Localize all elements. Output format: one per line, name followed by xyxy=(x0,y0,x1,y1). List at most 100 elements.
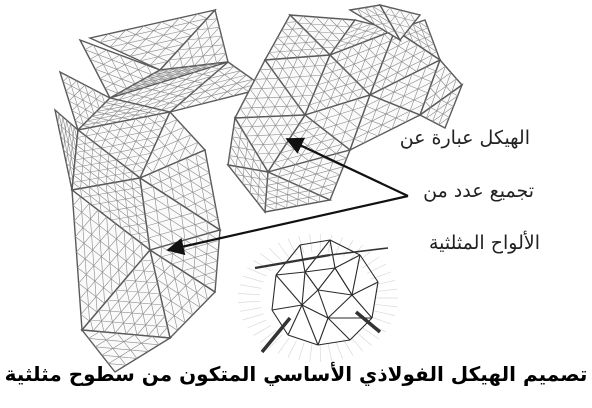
mesh-line xyxy=(426,95,458,119)
mesh-line xyxy=(97,185,102,213)
mesh-line xyxy=(130,105,145,120)
mesh-line xyxy=(285,22,320,57)
mesh-line xyxy=(205,19,217,64)
mesh-line xyxy=(344,33,370,41)
mesh-line xyxy=(357,8,396,32)
mesh-line xyxy=(217,74,247,101)
mesh-line xyxy=(151,134,192,152)
mesh-line xyxy=(145,164,154,173)
mesh-line xyxy=(123,229,128,277)
mesh-line xyxy=(208,78,234,97)
mesh-line xyxy=(342,21,364,51)
mesh-line xyxy=(235,128,242,167)
mesh-line xyxy=(57,113,60,124)
mesh-line xyxy=(93,44,119,94)
mesh-line xyxy=(84,49,152,75)
shadow-stroke xyxy=(260,329,277,343)
panel-outline xyxy=(226,163,269,214)
mesh-line xyxy=(425,66,437,72)
mesh-line xyxy=(116,118,136,161)
mesh-line xyxy=(143,201,197,237)
mesh-line xyxy=(302,15,336,49)
mesh-line xyxy=(166,323,178,331)
mesh-line xyxy=(262,162,275,164)
mesh-line xyxy=(297,34,311,58)
mesh-line xyxy=(343,51,387,69)
model-edge xyxy=(275,271,306,276)
mesh-line xyxy=(394,30,406,35)
model-edge xyxy=(301,304,329,319)
mesh-line xyxy=(379,87,385,100)
mesh-line xyxy=(79,236,133,300)
shadow-stroke xyxy=(362,256,380,269)
mesh-line xyxy=(101,204,144,213)
mesh-line xyxy=(124,279,138,336)
mesh-line xyxy=(430,66,446,108)
mesh-line xyxy=(148,221,207,239)
mesh-line xyxy=(198,86,218,101)
mesh-line xyxy=(74,220,136,269)
mesh-line xyxy=(97,185,147,224)
mesh-line xyxy=(191,142,199,156)
model-edge xyxy=(359,254,379,283)
model-edge xyxy=(317,289,329,319)
mesh-line xyxy=(362,13,386,18)
mesh-line xyxy=(99,33,109,43)
mesh-line xyxy=(308,160,341,176)
mesh-line xyxy=(195,153,208,162)
mesh-line xyxy=(151,161,208,186)
mesh-line xyxy=(141,189,209,234)
mesh-line xyxy=(259,161,262,171)
mesh-line xyxy=(317,84,338,106)
mesh-line xyxy=(152,336,160,345)
mesh-line xyxy=(131,179,142,188)
mesh-line xyxy=(198,74,247,88)
shadow-stroke xyxy=(277,337,290,354)
mesh-line xyxy=(153,256,162,265)
mesh-line xyxy=(331,102,345,137)
mesh-line xyxy=(275,21,297,60)
mesh-line xyxy=(273,162,282,169)
mesh-line xyxy=(382,44,418,63)
model-edge xyxy=(301,271,306,306)
mesh-line xyxy=(246,117,275,163)
mesh-line xyxy=(274,143,343,163)
mesh-line xyxy=(158,114,167,121)
mesh-line xyxy=(152,72,195,109)
model-edge xyxy=(275,274,303,306)
mesh-line xyxy=(293,105,299,116)
mesh-line xyxy=(251,116,271,146)
mesh-line xyxy=(317,74,351,86)
mesh-line xyxy=(96,103,136,113)
mesh-line xyxy=(165,127,185,167)
mesh-line xyxy=(135,118,159,137)
mesh-line xyxy=(267,178,320,203)
top-rod xyxy=(329,247,389,256)
mesh-line xyxy=(269,116,287,144)
mesh-line xyxy=(63,119,67,151)
mesh-line xyxy=(269,48,324,53)
shadow-stroke xyxy=(309,344,313,362)
shadow-stroke xyxy=(239,307,262,312)
mesh-line xyxy=(105,99,119,103)
mesh-line xyxy=(318,195,320,203)
mesh-line xyxy=(412,23,423,49)
mesh-line xyxy=(185,66,235,109)
mesh-line xyxy=(363,98,381,144)
mesh-line xyxy=(114,182,144,206)
mesh-line xyxy=(418,21,432,55)
mesh-line xyxy=(163,119,178,126)
mesh-line xyxy=(251,143,287,146)
mesh-line xyxy=(438,92,452,125)
mesh-line xyxy=(186,157,198,216)
mesh-line xyxy=(139,17,180,62)
panel-outline xyxy=(80,329,173,373)
mesh-line xyxy=(336,50,342,62)
mesh-line xyxy=(349,21,364,28)
mesh-line xyxy=(182,270,193,316)
model-edge xyxy=(317,317,329,346)
mesh-line xyxy=(187,35,222,41)
mesh-line xyxy=(374,54,433,85)
mesh-line xyxy=(146,64,152,75)
mesh-line xyxy=(156,279,201,308)
